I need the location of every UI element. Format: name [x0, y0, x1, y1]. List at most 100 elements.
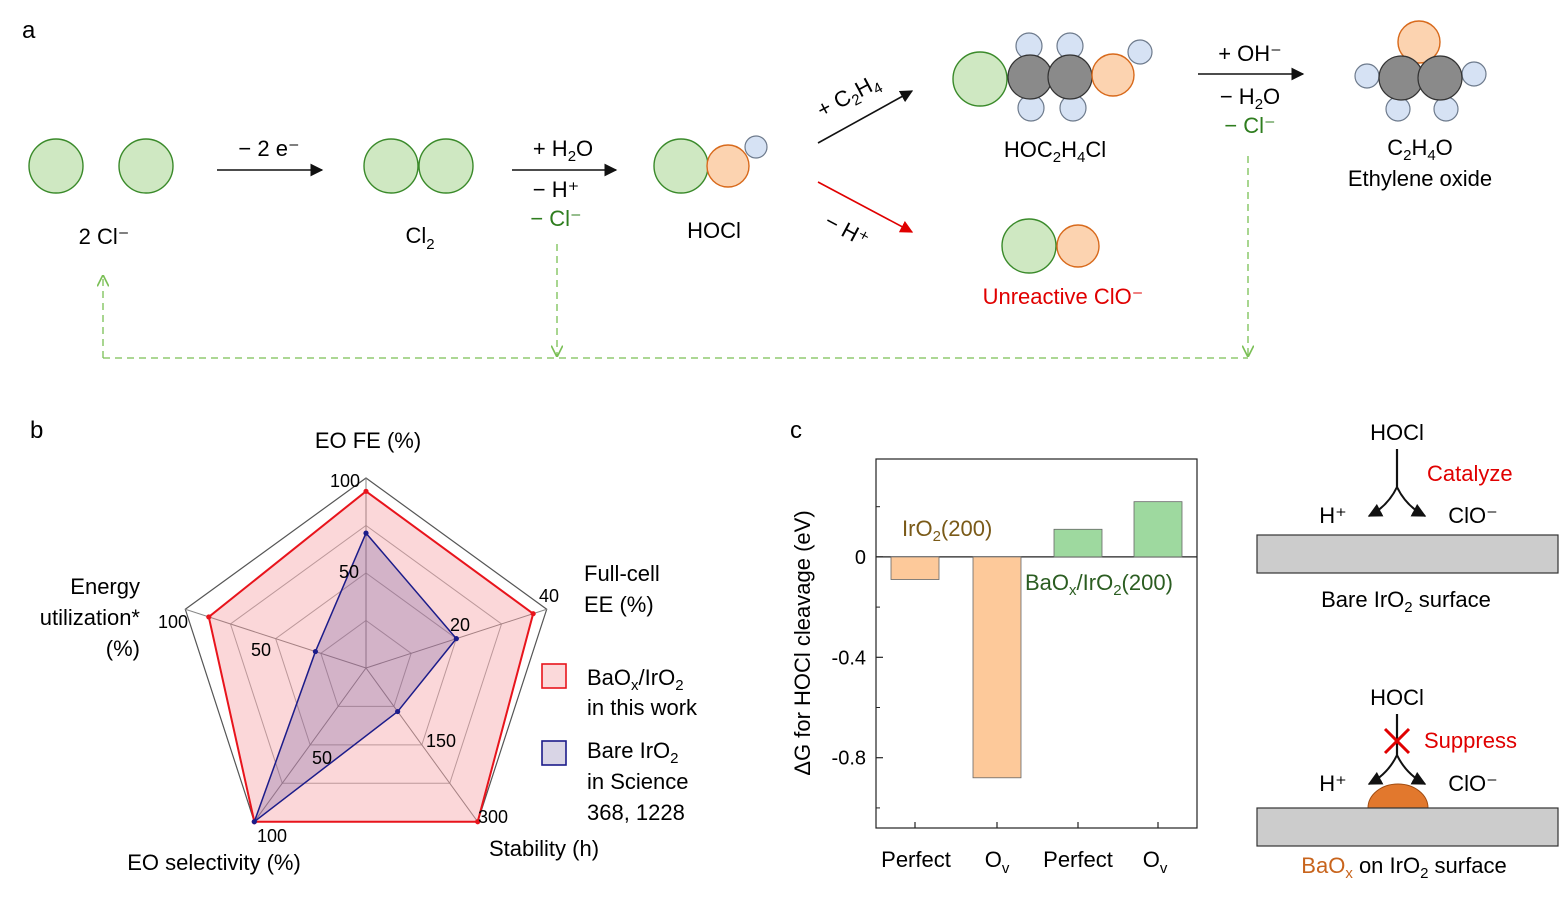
schematic-top-arrow-clo — [1396, 486, 1427, 517]
schematic-bottom-arrow-clo — [1396, 754, 1427, 785]
legend-bao-line2: in this work — [587, 695, 698, 720]
hocl-h-atom — [744, 135, 768, 159]
bar-y-axis-label: ΔG for HOCl cleavage (eV) — [790, 510, 815, 775]
eo-h-atom-2 — [1461, 61, 1487, 87]
legend-bao-line1: BaOx/IrO2 — [587, 665, 684, 694]
legend-bare-line2: in Science — [587, 769, 689, 794]
schematic-bottom-hocl: HOCl — [1370, 685, 1424, 710]
legend-swatch-bare — [541, 740, 567, 766]
radar-axis-ee-1: Full-cell — [584, 561, 660, 586]
bar-x-tick-4: Ov — [1143, 847, 1168, 877]
legend-swatch-bao — [541, 663, 567, 689]
bar-1 — [890, 556, 940, 580]
radar-axis-energy-1: Energy — [70, 574, 140, 599]
panel-b-letter: b — [30, 417, 43, 444]
radar-tick-bl-mid: 50 — [312, 748, 332, 768]
cl2-atom-2 — [418, 138, 474, 194]
legend-bare-line3: 368, 1228 — [587, 800, 685, 825]
chlorohydrin-h-atom-3 — [1127, 39, 1153, 65]
step-ring-mid: − H2O — [1220, 84, 1280, 113]
schematic-bottom-arrow-h — [1367, 754, 1398, 785]
bare-iro2-surface — [1256, 534, 1559, 574]
radar-grid-ring-1 — [320, 619, 412, 707]
radar-axis-ee-2: EE (%) — [584, 592, 654, 617]
step-oxidation-label: − 2 e⁻ — [238, 136, 299, 161]
eo-c-atom-1 — [1378, 55, 1424, 101]
radar-point-bare-1 — [363, 530, 369, 536]
chlorohydrin-cl-atom — [952, 51, 1008, 107]
hypochlorite-cl-atom — [1001, 218, 1057, 274]
radar-spoke-5 — [185, 608, 367, 669]
radar-axis-selectivity: EO selectivity (%) — [127, 850, 301, 875]
eo-name: Ethylene oxide — [1348, 166, 1492, 191]
schematic-top-clo: ClO⁻ — [1448, 503, 1498, 528]
radar-grid-ring-2 — [275, 572, 457, 746]
schematic-bottom-clo: ClO⁻ — [1448, 771, 1498, 796]
bar-x-tick-1: Perfect — [881, 847, 951, 872]
radar-tick-left-max: 100 — [158, 612, 188, 632]
eo-o-atom — [1397, 20, 1441, 64]
arrow-ethylene — [817, 90, 914, 144]
radar-series-bare — [253, 532, 458, 823]
chloride-atom-2 — [118, 138, 174, 194]
radar-tick-top-mid: 50 — [339, 562, 359, 582]
chlorohydrin-c-atom-1 — [1007, 54, 1053, 100]
chlorohydrin-o-atom — [1091, 53, 1135, 97]
eo-h-atom-4 — [1433, 96, 1459, 122]
radar-grid-ring-3 — [229, 524, 503, 784]
surface-schematic: HOCl Catalyze H⁺ ClO⁻ Bare IrO2 surface … — [1256, 420, 1559, 882]
arrow-deprotonation — [817, 181, 914, 233]
schematic-top-arrow-h — [1367, 486, 1398, 517]
hypochlorite-label: Unreactive ClO⁻ — [983, 284, 1144, 309]
bar-y-tick-label-1: 0 — [855, 547, 866, 569]
eo-c-atom-2 — [1417, 55, 1463, 101]
bar-3 — [1053, 528, 1103, 558]
radar-point-bao-5 — [206, 614, 212, 620]
radar-point-bare-4 — [251, 819, 257, 825]
panel-a: a 2 Cl⁻ − 2 e⁻ Cl2 + H2O − H⁺ − Cl⁻ HOCl… — [22, 17, 1492, 359]
chloride-atom-1 — [28, 138, 84, 194]
eo-h-atom-3 — [1385, 96, 1411, 122]
radar-point-bare-5 — [312, 648, 319, 655]
radar-axis-energy-3: (%) — [106, 636, 140, 661]
step-ring-bot: − Cl⁻ — [1224, 113, 1275, 138]
bar-x-tick-2: Ov — [985, 847, 1010, 877]
hocl-label: HOCl — [687, 218, 741, 243]
baox-island — [1367, 783, 1429, 809]
radar-tick-right-max: 40 — [539, 586, 559, 606]
radar-spoke-4 — [253, 667, 367, 823]
suppress-cross-icon — [1383, 727, 1411, 755]
radar-point-bao-3 — [475, 819, 481, 825]
schematic-bottom-hplus: H⁺ — [1319, 771, 1347, 796]
hocl-cl-atom — [653, 138, 709, 194]
radar-point-bare-2 — [453, 636, 459, 642]
panel-a-letter: a — [22, 17, 36, 44]
radar-point-bao-1 — [363, 488, 369, 494]
radar-axis-stability: Stability (h) — [489, 836, 599, 861]
radar-chart — [184, 477, 548, 825]
radar-tick-br-max: 300 — [478, 807, 508, 827]
step-hydrolysis-top: + H2O — [533, 136, 593, 165]
cl2-atom-1 — [363, 138, 419, 194]
legend-bare-line1: Bare IrO2 — [587, 738, 678, 767]
panel-c: c 0-0.4-0.8 ΔG for HOCl cleavage (eV) Pe… — [790, 417, 1198, 877]
bar-chart: 0-0.4-0.8 — [832, 501, 1197, 828]
step-hydrolysis-bot: − Cl⁻ — [530, 206, 581, 231]
chlorohydrin-label: HOC2H4Cl — [1004, 137, 1106, 166]
radar-tick-top-max: 100 — [330, 471, 360, 491]
radar-tick-left-mid: 50 — [251, 640, 271, 660]
schematic-top-caption: Bare IrO2 surface — [1321, 587, 1491, 616]
radar-point-bare-3 — [395, 708, 401, 715]
bar-annotation-bao: BaOx/IrO2(200) — [1025, 570, 1173, 599]
bar-plot-frame — [875, 458, 1198, 829]
hocl-o-atom — [706, 144, 750, 188]
bar-y-tick-label-3: -0.8 — [832, 748, 866, 770]
panel-b: b EO FE (%) Full-cell EE (%) Stability (… — [30, 417, 698, 875]
chloride-recycle-loop — [103, 156, 1248, 359]
eo-formula: C2H4O — [1387, 135, 1453, 164]
chloride-label: 2 Cl⁻ — [79, 224, 130, 249]
radar-spoke-3 — [365, 667, 479, 823]
radar-tick-right-mid: 20 — [450, 615, 470, 635]
hypochlorite-o-atom — [1056, 224, 1100, 268]
